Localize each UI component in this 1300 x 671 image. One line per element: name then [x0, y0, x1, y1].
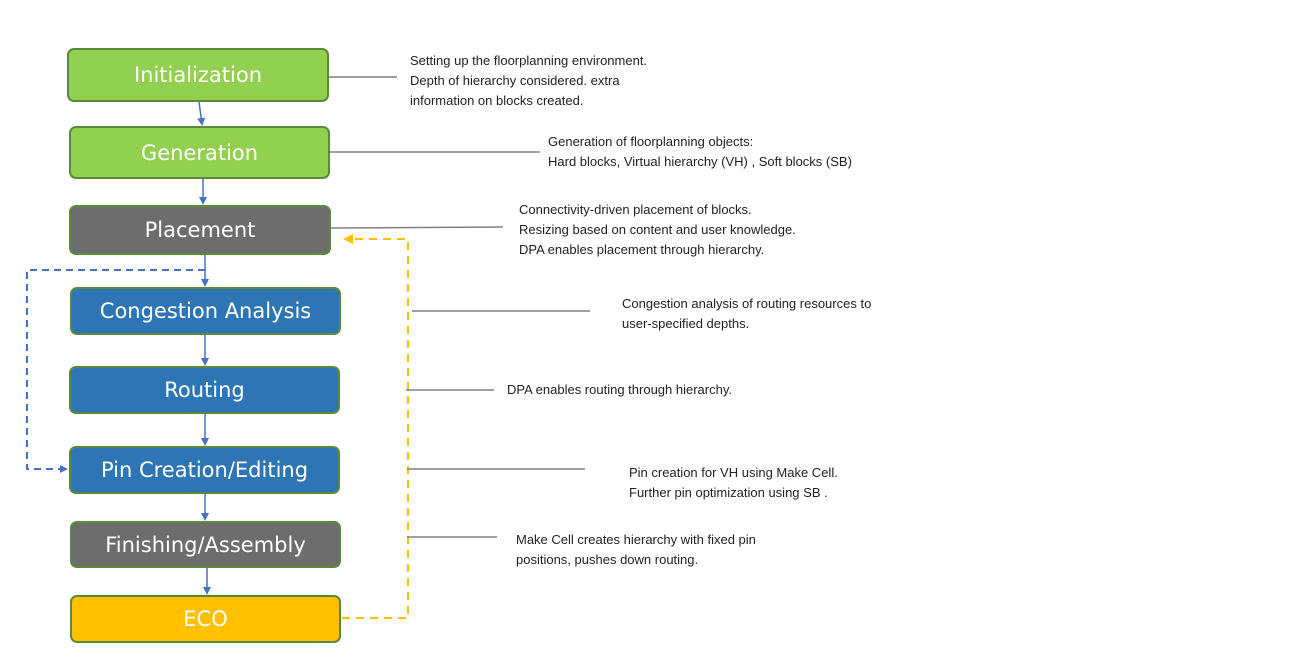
note-placement: Connectivity-driven placement of blocks.…	[519, 200, 796, 260]
step-label: Routing	[164, 378, 245, 402]
note-generation: Generation of floorplanning objects: Har…	[548, 132, 852, 172]
step-label: Initialization	[133, 63, 263, 87]
note-line: Connectivity-driven placement of blocks.	[519, 202, 752, 217]
step-label: Congestion Analysis	[99, 299, 312, 323]
step-finishing-assembly[interactable]: Finishing/Assembly	[70, 521, 341, 568]
dashed-arrow-eco-to-placement	[342, 234, 409, 619]
dashed-arrow-placement-to-pin	[26, 269, 205, 473]
step-eco[interactable]: ECO	[70, 595, 341, 643]
note-line: information on blocks created.	[410, 93, 584, 108]
step-label: Finishing/Assembly	[105, 532, 306, 557]
note-line: Setting up the floorplanning environment…	[410, 53, 648, 68]
step-pin-creation-editing[interactable]: Pin Creation/Editing	[69, 446, 340, 494]
step-generation[interactable]: Generation	[69, 126, 330, 179]
note-pin-creation-editing: Pin creation for VH using Make Cell. Fur…	[629, 463, 838, 503]
note-line: Resizing based on content and user knowl…	[519, 222, 796, 237]
leader-line-placement	[330, 226, 504, 229]
note-finishing-assembly: Make Cell creates hierarchy with fixed p…	[516, 530, 756, 570]
note-line: user-specified depths.	[622, 316, 750, 331]
step-placement[interactable]: Placement	[69, 205, 331, 255]
note-line: Further pin optimization using SB .	[629, 485, 828, 500]
step-routing[interactable]: Routing	[69, 366, 340, 414]
note-initialization: Setting up the floorplanning environment…	[410, 51, 647, 111]
note-line: Depth of hierarchy considered. extra	[410, 73, 620, 88]
step-label: Placement	[144, 218, 256, 242]
note-line: Make Cell creates hierarchy with fixed p…	[516, 532, 756, 547]
step-initialization[interactable]: Initialization	[67, 48, 329, 102]
note-routing: DPA enables routing through hierarchy.	[507, 380, 732, 400]
note-line: positions, pushes down routing.	[516, 552, 699, 567]
note-line: DPA enables routing through hierarchy.	[507, 382, 732, 397]
step-label: Pin Creation/Editing	[100, 458, 309, 482]
step-label: Generation	[140, 140, 259, 165]
arrow-initialization-to-generation	[197, 101, 206, 126]
note-congestion-analysis: Congestion analysis of routing resources…	[622, 294, 871, 334]
note-line: Congestion analysis of routing resources…	[622, 296, 872, 311]
note-line: DPA enables placement through hierarchy.	[519, 242, 765, 257]
note-line: Pin creation for VH using Make Cell.	[629, 465, 838, 480]
note-line: Hard blocks, Virtual hierarchy (VH) , So…	[548, 154, 852, 169]
step-congestion-analysis[interactable]: Congestion Analysis	[70, 287, 341, 335]
step-label: ECO	[183, 607, 228, 631]
note-line: Generation of floorplanning objects:	[548, 134, 754, 149]
